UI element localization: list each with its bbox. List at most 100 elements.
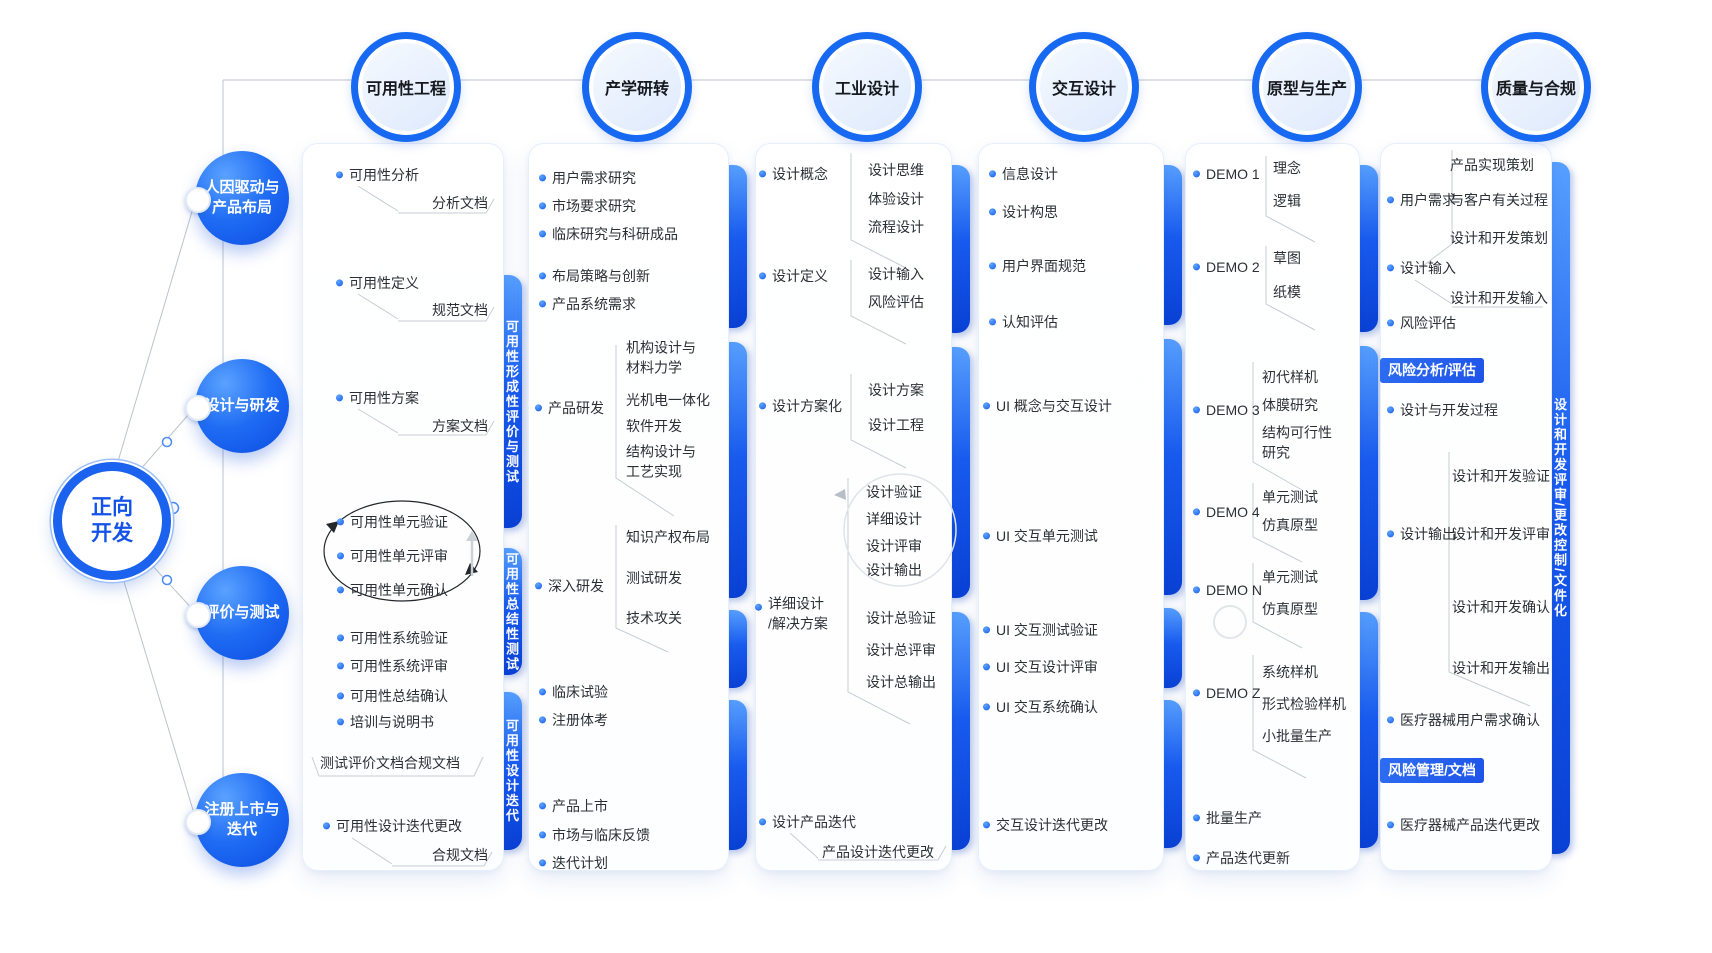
- list-item: 市场与临床反馈: [552, 825, 650, 845]
- sub-label: 产品实现策划: [1450, 156, 1534, 173]
- sub-label: 产品设计迭代更改: [822, 843, 934, 860]
- sub-label: 详细设计: [866, 510, 922, 527]
- sub-label: 逻辑: [1273, 192, 1301, 209]
- sub-label: 草图: [1273, 249, 1301, 266]
- list-item: DEMO 2: [1206, 257, 1260, 277]
- list-item: 设计与开发过程: [1400, 400, 1498, 420]
- sub-label: 设计输出: [866, 561, 922, 578]
- sub-label: 设计和开发评审: [1452, 525, 1550, 542]
- sub-label: 设计和开发验证: [1452, 467, 1550, 484]
- sub-label: 设计思维: [868, 161, 924, 178]
- sub-label: 理念: [1273, 159, 1301, 176]
- sub-label: 技术攻关: [626, 609, 682, 626]
- sub-label: 形式检验样机: [1262, 695, 1346, 712]
- column-header-label: 质量与合规: [1495, 81, 1576, 98]
- sub-label: 光机电一体化: [626, 391, 710, 408]
- list-item: 可用性定义: [349, 273, 419, 293]
- column-header-label: 原型与生产: [1266, 81, 1347, 98]
- stage-node-dot: [185, 187, 211, 213]
- list-item: 深入研发: [548, 576, 604, 596]
- sub-label: 测试评价文档合规文档: [320, 754, 460, 771]
- sub-label: 系统样机: [1262, 663, 1318, 680]
- list-item: 设计定义: [772, 266, 828, 286]
- sub-label: 纸模: [1273, 283, 1301, 300]
- ribbon-label: 设计和开发评审/更改控制/文件化: [1552, 397, 1567, 619]
- list-item: 批量生产: [1206, 808, 1262, 828]
- sub-label: 体膜研究: [1262, 396, 1318, 413]
- column-card-2: [528, 143, 729, 871]
- column-card-3: [755, 143, 952, 871]
- doc-label: 方案文档: [432, 417, 488, 434]
- column-header-circle: 质量与合规: [1481, 32, 1591, 142]
- ribbon-label: 可用性总结性测试: [504, 551, 519, 672]
- sub-label: 仿真原型: [1262, 600, 1318, 617]
- sub-label: 风险评估: [868, 293, 924, 310]
- list-item: 可用性系统评审: [350, 656, 448, 676]
- list-item: 风险评估: [1400, 313, 1456, 333]
- list-item: 用户需求研究: [552, 168, 636, 188]
- sub-label: 设计和开发确认: [1452, 598, 1550, 615]
- list-item: UI 交互系统确认: [996, 697, 1098, 717]
- list-item: 临床试验: [552, 682, 608, 702]
- list-item: 设计输出: [1400, 524, 1456, 544]
- list-item: DEMO 4: [1206, 502, 1260, 522]
- list-item: DEMO 3: [1206, 400, 1260, 420]
- stage-node-dot: [185, 809, 211, 835]
- sub-label: 结构设计与 工艺实现: [626, 443, 696, 480]
- sub-label: 设计总输出: [866, 673, 936, 690]
- list-item: UI 交互设计评审: [996, 657, 1098, 677]
- doc-label: 合规文档: [432, 846, 488, 863]
- doc-label: 规范文档: [432, 301, 488, 318]
- sub-label: 初代样机: [1262, 368, 1318, 385]
- list-item: 可用性分析: [349, 165, 419, 185]
- list-item: 设计产品迭代: [772, 812, 856, 832]
- column-header-label: 工业设计: [834, 81, 899, 98]
- sub-label: 单元测试: [1262, 568, 1318, 585]
- ribbon-label: 可用性形成性评价与测试: [504, 319, 519, 484]
- list-item: 设计概念: [772, 164, 828, 184]
- list-item: 可用性系统验证: [350, 628, 448, 648]
- list-item: 可用性单元确认: [350, 580, 448, 600]
- column-header-circle: 工业设计: [812, 32, 922, 142]
- list-item: 认知评估: [1002, 312, 1058, 332]
- list-item: 可用性方案: [349, 388, 419, 408]
- sub-label: 设计输入: [868, 265, 924, 282]
- list-item: 用户需求: [1400, 190, 1456, 210]
- sub-label: 软件开发: [626, 417, 682, 434]
- badge: 风险分析/评估: [1380, 358, 1484, 384]
- sub-label: 小批量生产: [1262, 727, 1332, 744]
- column-header-label: 交互设计: [1051, 81, 1116, 98]
- list-item: 注册体考: [552, 710, 608, 730]
- list-item: 产品系统需求: [552, 294, 636, 314]
- list-item: 信息设计: [1002, 164, 1058, 184]
- column-header-label: 产学研转: [604, 81, 669, 98]
- sub-label: 流程设计: [868, 218, 924, 235]
- column-header-circle: 交互设计: [1029, 32, 1139, 142]
- column-header-circle: 原型与生产: [1252, 32, 1362, 142]
- list-item: 设计构思: [1002, 202, 1058, 222]
- list-item: 产品上市: [552, 796, 608, 816]
- sub-label: 机构设计与 材料力学: [626, 339, 696, 376]
- sub-label: 设计方案: [868, 381, 924, 398]
- sub-label: 结构可行性 研究: [1262, 424, 1332, 461]
- sub-label: 设计和开发输入: [1450, 289, 1548, 306]
- column-card-4: [978, 143, 1164, 871]
- list-item: 布局策略与创新: [552, 266, 650, 286]
- list-item: 市场要求研究: [552, 196, 636, 216]
- sub-label: 设计验证: [866, 483, 922, 500]
- list-item: 设计方案化: [772, 396, 842, 416]
- list-item: 可用性设计迭代更改: [336, 816, 462, 836]
- list-item: 可用性单元评审: [350, 546, 448, 566]
- list-item: 医疗器械用户需求确认: [1400, 710, 1540, 730]
- list-item: 用户界面规范: [1002, 256, 1086, 276]
- sub-label: 体验设计: [868, 190, 924, 207]
- list-item: 产品迭代更新: [1206, 848, 1290, 868]
- root-node: 正向 开发: [53, 462, 171, 580]
- sub-label: 测试研发: [626, 569, 682, 586]
- list-item: 可用性单元验证: [350, 512, 448, 532]
- sub-label: 设计工程: [868, 416, 924, 433]
- sub-label: 与客户有关过程: [1450, 191, 1548, 208]
- sub-label: 设计评审: [866, 537, 922, 554]
- sub-label: 仿真原型: [1262, 516, 1318, 533]
